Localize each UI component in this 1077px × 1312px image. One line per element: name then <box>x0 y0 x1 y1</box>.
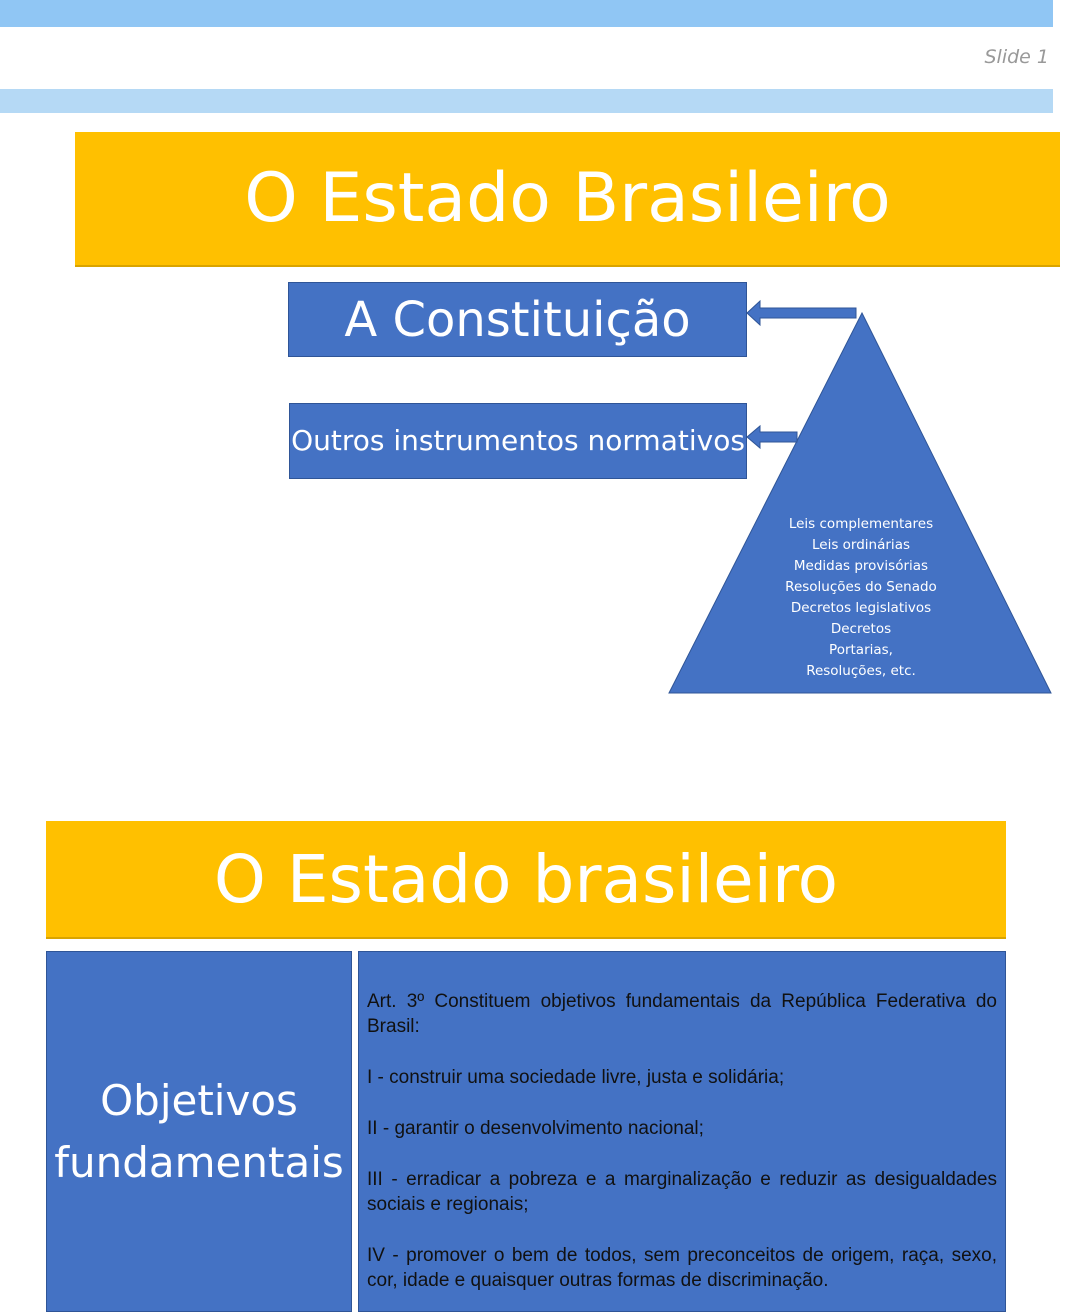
pyramid-item: Resoluções, etc. <box>806 663 916 679</box>
article-paragraph: II - garantir o desenvolvimento nacional… <box>367 1118 704 1139</box>
pyramid-item: Leis ordinárias <box>812 537 910 553</box>
objectives-text-cell: Art. 3º Constituem objetivos fundamentai… <box>358 951 1006 1312</box>
article-paragraph: IV - promover o bem de todos, sem precon… <box>367 1245 997 1291</box>
slide1-title: O Estado Brasileiro <box>75 132 1060 267</box>
arrow-to-other-instruments <box>746 424 798 450</box>
slide-label: Slide 1 <box>984 46 1050 68</box>
objectives-label-cell: Objetivos fundamentais <box>46 951 352 1312</box>
arrow-to-constitution <box>746 299 857 327</box>
slide2-title: O Estado brasileiro <box>46 821 1006 939</box>
pyramid-item: Medidas provisórias <box>793 558 929 574</box>
header-bar-bottom <box>0 89 1053 113</box>
pyramid-item: Decretos <box>830 621 892 637</box>
pyramid-item: Decretos legislativos <box>790 600 932 616</box>
pyramid-shape <box>668 311 1052 694</box>
header-bar-top <box>0 0 1053 27</box>
pyramid-list: Leis complementares Leis ordinárias Medi… <box>740 514 982 682</box>
pyramid-item: Resoluções do Senado <box>785 579 937 595</box>
article-paragraph: I - construir uma sociedade livre, justa… <box>367 1067 785 1088</box>
pyramid-item: Portarias, <box>829 642 893 658</box>
article-paragraph: Art. 3º Constituem objetivos fundamentai… <box>367 991 997 1037</box>
article-paragraph: III - erradicar a pobreza e a marginaliz… <box>367 1169 997 1215</box>
constitution-box: A Constituição <box>288 282 747 357</box>
pyramid-item: Leis complementares <box>788 516 934 532</box>
other-instruments-box: Outros instrumentos normativos <box>289 403 747 479</box>
